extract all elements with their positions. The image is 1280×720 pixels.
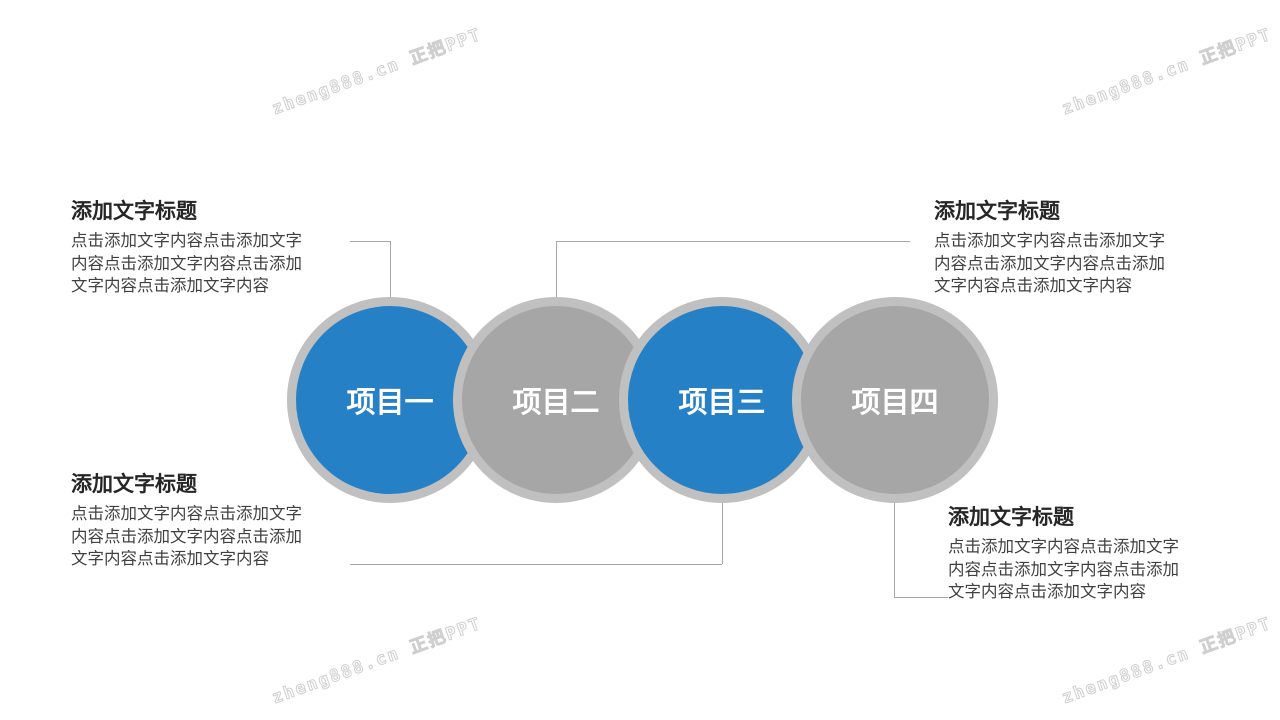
block-title: 添加文字标题 <box>71 199 197 223</box>
item-label: 项目三 <box>678 385 766 419</box>
watermark: zheng888.cn 正把PPT <box>1059 613 1275 709</box>
text-block-1: 添加文字标题 点击添加文字内容点击添加文字内容点击添加文字内容点击添加文字内容点… <box>71 198 351 298</box>
connector-line <box>350 564 722 565</box>
body-line: 内容点击添加文字内容点击添加 <box>71 526 302 546</box>
watermark: zheng888.cn 正把PPT <box>1059 24 1275 120</box>
connector-line <box>722 503 723 564</box>
body-line: 文字内容点击添加文字内容 <box>948 582 1146 601</box>
connector-line <box>894 597 948 598</box>
text-block-4: 添加文字标题 点击添加文字内容点击添加文字内容点击添加文字内容点击添加文字内容点… <box>948 504 1228 604</box>
item-circle-4: 项目四 <box>792 297 998 503</box>
body-line: 文字内容点击添加文字内容 <box>71 276 269 295</box>
watermark: zheng888.cn 正把PPT <box>269 613 485 709</box>
body-line: 点击添加文字内容点击添加文字 <box>948 537 1179 556</box>
watermark: zheng888.cn 正把PPT <box>269 24 485 120</box>
block-title: 添加文字标题 <box>934 199 1060 223</box>
connector-line <box>556 241 557 297</box>
body-line: 点击添加文字内容点击添加文字 <box>71 504 302 523</box>
item-label: 项目二 <box>512 385 600 419</box>
connector-line <box>894 503 895 597</box>
body-line: 内容点击添加文字内容点击添加 <box>948 559 1179 579</box>
text-block-3: 添加文字标题 点击添加文字内容点击添加文字内容点击添加文字内容点击添加文字内容点… <box>71 471 351 571</box>
connector-line <box>390 241 391 297</box>
body-line: 内容点击添加文字内容点击添加 <box>71 253 302 273</box>
connector-line <box>556 241 910 242</box>
body-line: 点击添加文字内容点击添加文字 <box>934 231 1165 250</box>
text-block-2: 添加文字标题 点击添加文字内容点击添加文字内容点击添加文字内容点击添加文字内容点… <box>934 198 1214 298</box>
block-title: 添加文字标题 <box>948 505 1074 529</box>
body-line: 文字内容点击添加文字内容 <box>934 276 1132 295</box>
block-title: 添加文字标题 <box>71 472 197 496</box>
item-label: 项目四 <box>851 385 939 419</box>
body-line: 点击添加文字内容点击添加文字 <box>71 231 302 250</box>
body-line: 文字内容点击添加文字内容 <box>71 549 269 568</box>
connector-line <box>350 241 390 242</box>
body-line: 内容点击添加文字内容点击添加 <box>934 253 1165 273</box>
item-label: 项目一 <box>346 385 434 419</box>
